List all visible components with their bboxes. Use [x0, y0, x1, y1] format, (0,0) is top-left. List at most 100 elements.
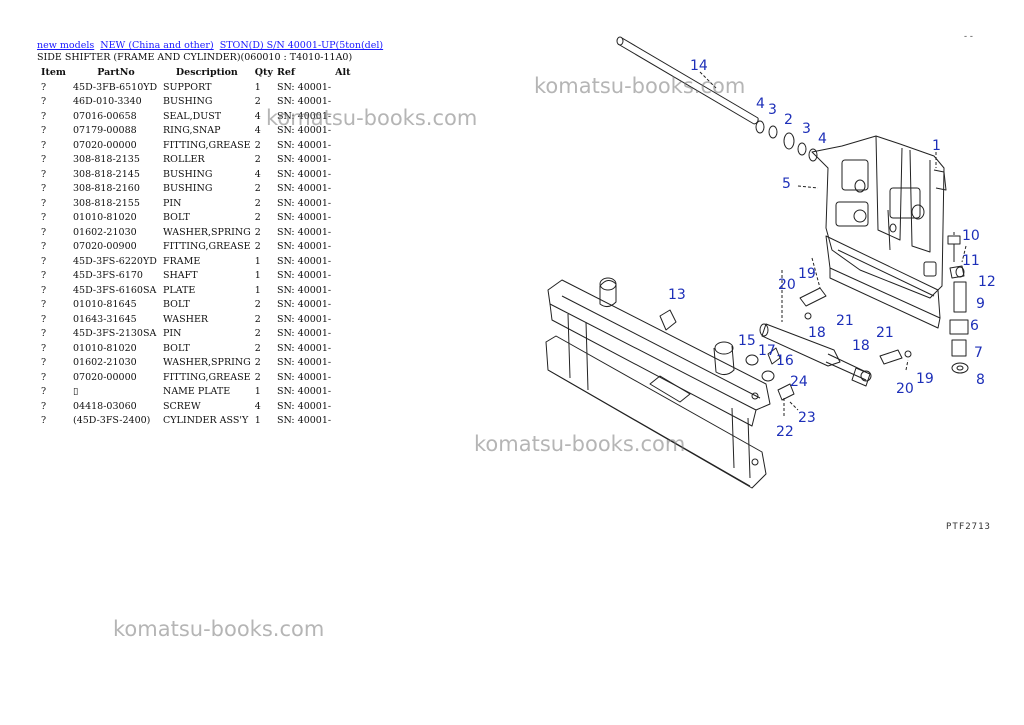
callout-23: 23	[798, 410, 816, 426]
cell-partno: 07020-00000	[73, 139, 137, 151]
callout-16: 16	[776, 353, 794, 369]
cell-partno: 04418-03060	[73, 400, 137, 412]
cell-qty: 2	[254, 212, 261, 224]
cell-qty: 2	[254, 241, 261, 253]
cell-item: ?	[41, 386, 47, 398]
callout-20: 20	[896, 381, 914, 397]
table-row: ? 01010-81645 BOLT 2 SN: 40001-	[35, 298, 354, 313]
callout-12: 12	[978, 274, 996, 290]
cell-item: ?	[41, 400, 47, 412]
cell-qty: 2	[254, 371, 261, 383]
callout-2: 2	[784, 112, 793, 128]
callout-11: 11	[962, 253, 980, 269]
callout-7: 7	[974, 345, 983, 361]
cell-ref: SN: 40001-	[276, 197, 332, 209]
cell-partno: 01010-81020	[73, 342, 137, 354]
cell-item: ?	[41, 226, 47, 238]
cell-qty: 2	[254, 342, 261, 354]
cell-description: SCREW	[163, 400, 201, 412]
cell-partno: ▯	[73, 386, 79, 398]
callout-8: 8	[976, 372, 985, 388]
cell-partno: 07020-00000	[73, 371, 137, 383]
cell-item: ?	[41, 154, 47, 166]
cell-partno: 45D-3FB-6510YD	[73, 81, 158, 93]
breadcrumb-new-china[interactable]: NEW (China and other)	[100, 40, 214, 51]
table-row: ? 01643-31645 WASHER 2 SN: 40001-	[35, 312, 354, 327]
cell-description: RING,SNAP	[163, 125, 221, 137]
callout-13: 13	[668, 287, 686, 303]
callout-6: 6	[970, 318, 979, 334]
cell-item: ?	[41, 96, 47, 108]
cell-qty: 2	[254, 328, 261, 340]
cell-qty: 4	[254, 110, 261, 122]
cell-ref: SN: 40001-	[276, 168, 332, 180]
cell-item: ?	[41, 241, 47, 253]
cell-description: WASHER	[163, 313, 209, 325]
cell-qty: 1	[254, 284, 261, 296]
cell-qty: 2	[254, 139, 261, 151]
cell-ref: SN: 40001-	[276, 284, 332, 296]
cell-description: FITTING,GREASE	[163, 371, 251, 383]
table-row: ? 308-818-2160 BUSHING 2 SN: 40001-	[35, 182, 354, 197]
parts-table-body: ? 45D-3FB-6510YD SUPPORT 1 SN: 40001- ? …	[35, 80, 354, 428]
header-partno: PartNo	[97, 67, 135, 78]
cell-partno: 45D-3FS-2130SA	[73, 328, 157, 340]
cylinder-assembly	[745, 287, 912, 401]
table-row: ? 46D-010-3340 BUSHING 2 SN: 40001-	[35, 95, 354, 110]
cell-partno: 308-818-2135	[73, 154, 140, 166]
callout-9: 9	[976, 296, 985, 312]
table-row: ? 01010-81020 BOLT 2 SN: 40001-	[35, 341, 354, 356]
table-row: ? 308-818-2155 PIN 2 SN: 40001-	[35, 196, 354, 211]
cell-ref: SN: 40001-	[276, 81, 332, 93]
breadcrumb: new models NEW (China and other) STON(D)…	[37, 40, 386, 51]
cell-ref: SN: 40001-	[276, 299, 332, 311]
cell-partno: 45D-3FS-6160SA	[73, 284, 157, 296]
callout-15: 15	[738, 333, 756, 349]
cell-description: PIN	[163, 328, 182, 340]
cell-ref: SN: 40001-	[276, 212, 332, 224]
cell-description: BUSHING	[163, 96, 213, 108]
cell-item: ?	[41, 415, 47, 427]
cell-ref: SN: 40001-	[276, 400, 332, 412]
table-row: ? ▯ NAME PLATE 1 SN: 40001-	[35, 385, 354, 400]
callout-19: 19	[916, 371, 934, 387]
table-row: ? 07020-00000 FITTING,GREASE 2 SN: 40001…	[35, 138, 354, 153]
cell-ref: SN: 40001-	[276, 328, 332, 340]
cell-partno: 01643-31645	[73, 313, 137, 325]
cell-partno: 01010-81020	[73, 212, 137, 224]
support-frame	[811, 135, 947, 329]
header-alt: Alt	[335, 67, 351, 78]
header-description: Description	[175, 67, 238, 78]
cell-ref: SN: 40001-	[276, 226, 332, 238]
cell-partno: 07179-00088	[73, 125, 137, 137]
cell-ref: SN: 40001-	[276, 139, 332, 151]
cell-qty: 2	[254, 299, 261, 311]
cell-description: SHAFT	[163, 270, 198, 282]
table-row: ? 07020-00000 FITTING,GREASE 2 SN: 40001…	[35, 370, 354, 385]
cell-item: ?	[41, 81, 47, 93]
cell-description: CYLINDER ASS'Y	[163, 415, 249, 427]
cell-ref: SN: 40001-	[276, 183, 332, 195]
cell-description: FITTING,GREASE	[163, 241, 251, 253]
callout-21: 21	[876, 325, 894, 341]
callout-5: 5	[782, 176, 791, 192]
table-row: ? 07020-00900 FITTING,GREASE 2 SN: 40001…	[35, 240, 354, 255]
cell-description: NAME PLATE	[163, 386, 231, 398]
cell-description: ROLLER	[163, 154, 205, 166]
cell-ref: SN: 40001-	[276, 415, 332, 427]
lower-frame	[545, 277, 771, 489]
breadcrumb-new-models[interactable]: new models	[37, 40, 95, 51]
cell-ref: SN: 40001-	[276, 125, 332, 137]
cell-partno: 45D-3FS-6220YD	[73, 255, 157, 267]
table-row: ? 45D-3FB-6510YD SUPPORT 1 SN: 40001-	[35, 80, 354, 95]
callout-18: 18	[808, 325, 826, 341]
cell-partno: 01602-21030	[73, 226, 137, 238]
cell-description: BOLT	[163, 342, 190, 354]
cell-qty: 1	[254, 270, 261, 282]
cell-ref: SN: 40001-	[276, 313, 332, 325]
breadcrumb-model[interactable]: STON(D) S/N 40001-UP(5ton(del)	[219, 40, 384, 51]
cell-item: ?	[41, 328, 47, 340]
cell-ref: SN: 40001-	[276, 110, 332, 122]
